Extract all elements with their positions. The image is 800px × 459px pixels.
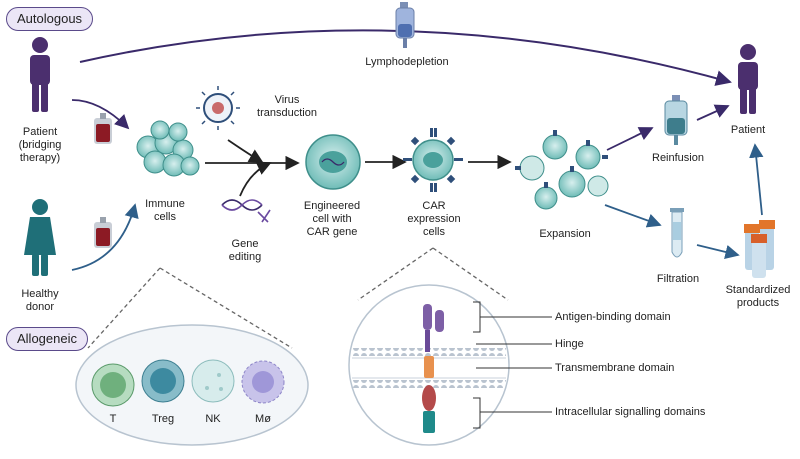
reinfusion-bag-icon: [664, 95, 688, 145]
expansion-label: Expansion: [539, 228, 591, 240]
expansion-cluster-icon: [515, 130, 609, 210]
lymphodepletion-label: Lymphodepletion: [365, 56, 449, 68]
car-receptor-icon: [422, 304, 444, 433]
intracellular-label: Intracellular signalling domains: [555, 406, 706, 418]
cell-type-label-treg: Treg: [151, 413, 175, 425]
virus-transduction-label: Virus transduction: [257, 94, 317, 119]
cell-type-label-nk: NK: [205, 413, 221, 425]
cell-type-label-macrophage: Mø: [255, 413, 271, 425]
expansion-to-filtration-arrow: [604, 204, 662, 228]
expansion-to-reinfusion-arrow: [606, 127, 654, 151]
zoom-line-left: [87, 267, 161, 349]
reinfusion-to-patient-arrow: [696, 104, 730, 121]
immune-cells-label: Immune cells: [145, 198, 185, 223]
antigen-binding-label: Antigen-binding domain: [555, 311, 671, 323]
car-expression-label: CAR expression cells: [407, 200, 461, 238]
transmembrane-label: Transmembrane domain: [555, 362, 675, 374]
car-zoom-line-left: [357, 247, 434, 301]
t-cell-icon: [91, 363, 135, 407]
patient-source-label: Patient (bridging therapy): [18, 126, 62, 164]
car-callout-brackets: [473, 301, 552, 429]
healthy-donor-label: Healthy donor: [21, 288, 59, 313]
blood-bag-icon-2: [94, 217, 112, 248]
patient-target-person-icon: [738, 44, 758, 114]
cell-type-label-t: T: [109, 413, 117, 425]
standardized-products-icon: [744, 220, 775, 278]
patient-source-person-icon: [30, 37, 50, 112]
immune-cells-cluster-icon: [136, 120, 200, 177]
filtration-tube-icon: [670, 208, 684, 258]
healthy-donor-person-icon: [24, 199, 56, 276]
allogeneic-pill: Allogeneic: [6, 327, 88, 351]
dna-editing-icon: [221, 199, 271, 223]
reinfusion-label: Reinfusion: [652, 152, 704, 164]
car-expression-cell-icon: [403, 128, 463, 192]
patient-to-cells-arrow: [71, 99, 130, 130]
zoom-line-right: [159, 267, 293, 349]
standardized-products-label: Standardized products: [725, 284, 791, 309]
treg-cell-icon: [141, 359, 185, 403]
virus-to-engineered-arrow: [227, 139, 264, 163]
products-to-patient-arrow: [749, 143, 764, 216]
car-zoom-line-right: [432, 247, 509, 301]
patient-target-label: Patient: [730, 124, 766, 136]
blood-bag-icon-1: [94, 113, 112, 144]
macrophage-cell-icon: [241, 360, 285, 404]
engineered-cell-label: Engineered cell with CAR gene: [303, 200, 361, 238]
engineered-cell-icon: [305, 134, 361, 190]
filtration-to-products-arrow: [696, 244, 740, 260]
editing-to-engineered-arrow: [239, 161, 272, 197]
autologous-pill: Autologous: [6, 7, 94, 31]
nk-cell-icon: [191, 359, 235, 403]
hinge-label: Hinge: [555, 338, 584, 350]
donor-to-cells-arrow: [71, 203, 139, 271]
gene-editing-label: Gene editing: [228, 238, 262, 263]
virus-icon: [196, 86, 240, 130]
iv-bag-icon: [395, 2, 415, 48]
filtration-label: Filtration: [656, 273, 700, 285]
